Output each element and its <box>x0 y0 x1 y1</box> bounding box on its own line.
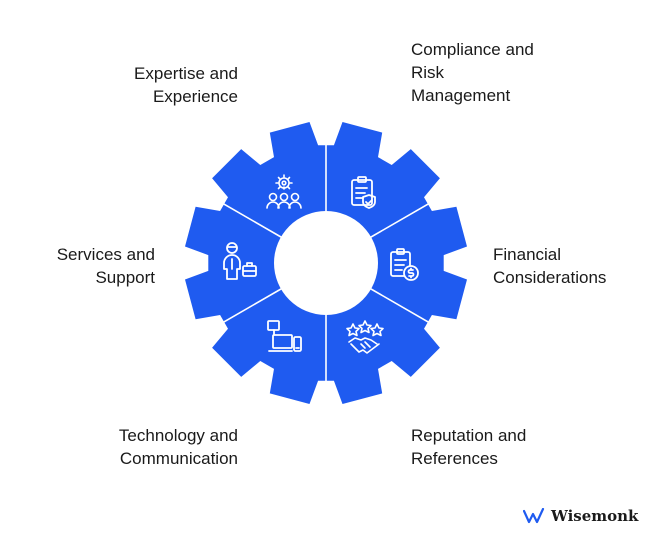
gear-hub <box>274 211 378 315</box>
wisemonk-logo-icon <box>523 508 545 524</box>
segment-divider <box>368 187 457 239</box>
segment-divider <box>368 287 457 339</box>
segment-label-services: Services and Support <box>56 245 155 287</box>
brand-name: Wisemonk <box>551 507 639 525</box>
devices-icon <box>267 320 302 352</box>
segment-label-reputation: Reputation and References <box>411 426 527 468</box>
financial-document-icon <box>390 248 419 281</box>
segment-label-expertise: Expertise and Experience <box>134 64 238 106</box>
segment-label-technology: Technology and Communication <box>118 426 238 468</box>
segment-dividers <box>195 113 457 413</box>
stars-handshake-icon <box>346 320 384 354</box>
team-gear-icon <box>266 174 302 209</box>
segment-divider <box>195 287 284 339</box>
person-briefcase-icon <box>223 242 257 280</box>
brand: Wisemonk <box>523 507 638 525</box>
clipboard-check-icon <box>351 176 376 209</box>
segment-divider <box>195 187 284 239</box>
segment-label-compliance: Compliance and Risk Management <box>411 40 534 105</box>
segment-label-financial: Financial Considerations <box>493 245 607 287</box>
